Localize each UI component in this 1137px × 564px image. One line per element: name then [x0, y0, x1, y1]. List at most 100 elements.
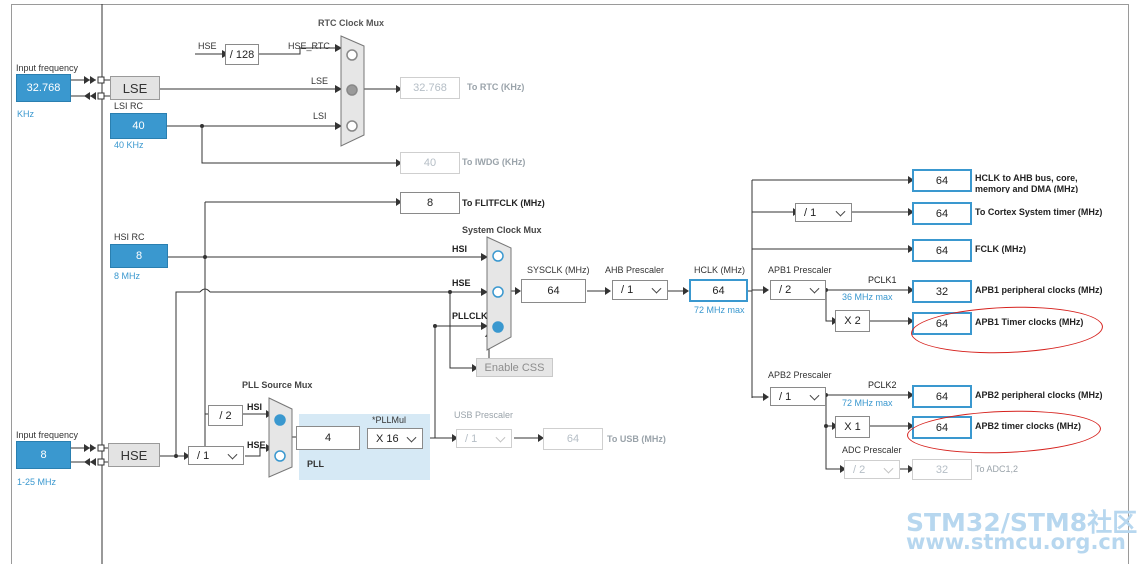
cortex-timer-field[interactable]: 64: [912, 202, 972, 225]
hse-input-frequency-label: Input frequency: [16, 430, 79, 440]
sysmux-pllclk-label: PLLCLK: [452, 311, 488, 321]
sysmux-hse-label: HSE: [452, 278, 471, 288]
rtc-hse-label: HSE: [198, 41, 217, 51]
hsi-rc-label: HSI RC: [114, 232, 145, 242]
hclk-label: HCLK (MHz): [694, 265, 745, 275]
hse-input-unit: 1-25 MHz: [17, 477, 57, 487]
pll-source-mux-title: PLL Source Mux: [242, 380, 313, 390]
ahb-bus-output-label: HCLK to AHB bus, core, memory and DMA (M…: [975, 173, 1079, 193]
ahb-bus-output-field[interactable]: 64: [912, 169, 972, 192]
apb1-timer-field[interactable]: 64: [912, 312, 972, 335]
apb2-peripheral-field[interactable]: 64: [912, 385, 972, 408]
apb1-peripheral-field[interactable]: 32: [912, 280, 972, 303]
pclk2-label: PCLK2: [868, 380, 897, 390]
pllmul-label: *PLLMul: [372, 415, 407, 425]
lsi-rc-field[interactable]: 40: [110, 113, 167, 139]
ahb-prescaler-label: AHB Prescaler: [605, 265, 665, 275]
cortex-timer-label: To Cortex System timer (MHz): [975, 207, 1103, 217]
lse-input-frequency-field[interactable]: 32.768: [16, 74, 71, 102]
lsi-rc-unit: 40 KHz: [114, 140, 144, 150]
apb1-timer-label: APB1 Timer clocks (MHz): [975, 317, 1084, 327]
lse-block[interactable]: LSE: [110, 76, 160, 100]
pll-label: PLL: [307, 459, 324, 469]
usb-prescaler-label: USB Prescaler: [454, 410, 514, 420]
pclk1-label: PCLK1: [868, 275, 897, 285]
hsi-div2-box[interactable]: / 2: [208, 405, 243, 426]
clock-tree-frame: [11, 4, 1129, 564]
hclk-max-label: 72 MHz max: [694, 305, 745, 315]
apb1-prescaler-select[interactable]: / 2: [770, 280, 826, 300]
watermark-line2: www.stmcu.org.cn: [906, 530, 1126, 554]
pll-src-hse-label: HSE: [247, 440, 266, 450]
hclk-field[interactable]: 64: [689, 279, 748, 302]
hse-divider-value: / 1: [197, 449, 210, 462]
usb-output-label: To USB (MHz): [607, 434, 666, 444]
adc-prescaler-value: / 2: [853, 463, 866, 476]
pll-source-mux-shape[interactable]: [268, 397, 293, 478]
pll-src-hsi-label: HSI: [247, 402, 263, 412]
enable-css-button[interactable]: Enable CSS: [476, 358, 553, 377]
rtc-lsi-label: LSI: [313, 111, 327, 121]
pll-input-field[interactable]: 4: [296, 426, 360, 450]
apb2-peripheral-label: APB2 peripheral clocks (MHz): [975, 390, 1103, 400]
adc-output-field[interactable]: 32: [912, 459, 972, 480]
hse-divider-select[interactable]: / 1: [188, 446, 244, 465]
apb2-max-label: 72 MHz max: [842, 398, 893, 408]
iwdg-output-label: To IWDG (KHz): [462, 157, 526, 167]
flitfclk-label: To FLITFCLK (MHz): [462, 198, 545, 208]
apb2-prescaler-value: / 1: [779, 390, 792, 403]
rtc-lse-label: LSE: [311, 76, 329, 86]
cortex-divider-select[interactable]: / 1: [795, 203, 852, 222]
hse-input-frequency-field[interactable]: 8: [16, 441, 71, 469]
hse-rtc-label: HSE_RTC: [288, 41, 330, 51]
pllmul-select[interactable]: X 16: [367, 428, 423, 449]
apb1-prescaler-label: APB1 Prescaler: [768, 265, 832, 275]
rtc-hse-divider[interactable]: / 128: [225, 44, 259, 65]
iwdg-output-field[interactable]: 40: [400, 152, 460, 174]
chevron-down-icon: [809, 283, 820, 294]
hsi-rc-unit: 8 MHz: [114, 271, 141, 281]
apb2-timer-label: APB2 timer clocks (MHz): [975, 421, 1082, 431]
apb2-timer-multiplier[interactable]: X 1: [835, 416, 870, 438]
watermark-line1: STM32/STM8社区: [906, 508, 1137, 537]
chevron-down-icon: [835, 206, 846, 217]
system-clock-mux-title: System Clock Mux: [462, 225, 542, 235]
apb1-peripheral-label: APB1 peripheral clocks (MHz): [975, 285, 1103, 295]
rtc-output-label: To RTC (KHz): [467, 82, 525, 92]
lse-input-unit: KHz: [17, 109, 35, 119]
sysclk-label: SYSCLK (MHz): [527, 265, 590, 275]
ahb-prescaler-value: / 1: [621, 284, 634, 296]
adc-prescaler-select[interactable]: / 2: [844, 460, 900, 479]
hsi-rc-field[interactable]: 8: [110, 244, 168, 268]
adc-prescaler-label: ADC Prescaler: [842, 445, 902, 455]
apb2-timer-field[interactable]: 64: [912, 416, 972, 439]
chevron-down-icon: [406, 432, 417, 443]
ahb-prescaler-select[interactable]: / 1: [612, 280, 668, 300]
fclk-label: FCLK (MHz): [975, 244, 1026, 254]
apb1-max-label: 36 MHz max: [842, 292, 893, 302]
pllmul-value: X 16: [376, 432, 399, 445]
hse-block[interactable]: HSE: [108, 443, 160, 467]
chevron-down-icon: [883, 463, 894, 474]
apb2-prescaler-label: APB2 Prescaler: [768, 370, 832, 380]
chevron-down-icon: [651, 283, 662, 294]
cortex-divider-value: / 1: [804, 206, 817, 219]
rtc-mux-title: RTC Clock Mux: [318, 18, 385, 28]
fclk-field[interactable]: 64: [912, 239, 972, 262]
flitfclk-field[interactable]: 8: [400, 192, 460, 214]
adc-output-label: To ADC1,2: [975, 464, 1019, 474]
lsi-rc-label: LSI RC: [114, 101, 144, 111]
chevron-down-icon: [495, 432, 506, 443]
chevron-down-icon: [227, 449, 238, 460]
rtc-output-field[interactable]: 32.768: [400, 77, 460, 99]
usb-output-field[interactable]: 64: [543, 428, 603, 450]
apb2-prescaler-select[interactable]: / 1: [770, 387, 826, 406]
chevron-down-icon: [809, 390, 820, 401]
lse-input-frequency-label: Input frequency: [16, 63, 79, 73]
apb1-prescaler-value: / 2: [779, 284, 792, 296]
usb-prescaler-value: / 1: [465, 432, 478, 445]
apb1-timer-multiplier[interactable]: X 2: [835, 310, 870, 332]
sysclk-field[interactable]: 64: [521, 279, 586, 303]
usb-prescaler-select[interactable]: / 1: [456, 429, 512, 448]
